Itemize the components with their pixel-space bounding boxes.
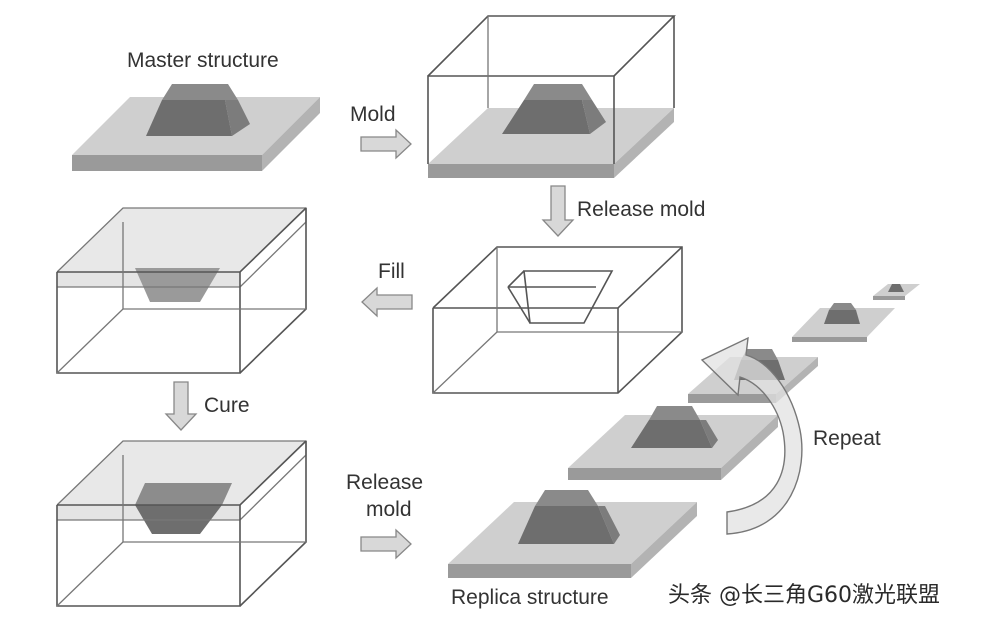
structure-top (535, 490, 598, 506)
mold-box-figure (427, 15, 676, 178)
watermark: 头条 @长三角G60激光联盟 (668, 583, 940, 608)
structure-side (225, 100, 250, 136)
plate-side (631, 502, 697, 578)
replica-plate-2 (568, 406, 778, 480)
substrate-plate-side (262, 97, 320, 171)
cured-mold-figure (56, 440, 307, 607)
structure-top (649, 406, 700, 420)
plate-side (721, 415, 778, 480)
arrow-right-mold-icon (360, 128, 412, 160)
plate-front (688, 394, 776, 403)
label-fill: Fill (378, 260, 405, 283)
plate-front (873, 296, 905, 300)
filled-mold-figure (56, 207, 307, 374)
empty-mold-outline (432, 246, 683, 394)
repeat-arrow-icon (700, 336, 803, 535)
empty-mold-back (496, 247, 682, 333)
structure-side (598, 506, 620, 544)
replica-plate-4 (792, 303, 895, 342)
mold-box-front (427, 75, 615, 164)
master-structure-figure (72, 84, 320, 171)
mold-structure-top (524, 84, 592, 100)
cured-layer-top (57, 441, 306, 505)
plate-front (568, 468, 721, 480)
structure-front (146, 100, 232, 136)
mold-structure-side (582, 100, 606, 134)
mold-substrate-front (428, 164, 614, 178)
structure-top (162, 84, 238, 100)
plate-front (448, 564, 631, 578)
filled-mold-front (56, 272, 241, 374)
cavity-outline (523, 270, 614, 324)
structure-front (824, 310, 860, 324)
cured-mold-front (56, 505, 241, 607)
label-replica-structure: Replica structure (451, 586, 609, 609)
filled-mold-back-diag (56, 308, 124, 374)
label-release-mold-2-line1: Release (346, 471, 423, 494)
mold-substrate-side (614, 108, 674, 178)
structure (888, 284, 904, 292)
plate-front (792, 337, 867, 342)
cured-mold-back-diag (56, 541, 124, 607)
label-release-mold-2-line2: mold (366, 498, 412, 521)
cavity-left (507, 286, 531, 324)
cured-structure-top (135, 483, 232, 505)
structure-top (829, 303, 856, 310)
arrow-down-cure-icon (164, 381, 198, 431)
replica-plate-1 (448, 490, 697, 578)
arrow-left-fill-icon (361, 286, 413, 318)
structure-front (518, 506, 614, 544)
empty-mold-figure (432, 246, 683, 394)
label-repeat: Repeat (813, 427, 881, 450)
mold-structure-front (502, 100, 590, 134)
mold-substrate-top (428, 108, 674, 164)
label-release-mold-1: Release mold (577, 198, 705, 221)
filled-cavity (135, 268, 220, 302)
empty-mold-back-diag (432, 331, 498, 394)
fill-layer-top (57, 208, 306, 272)
mold-box-top (427, 15, 676, 77)
structure-front (631, 420, 712, 448)
label-cure: Cure (204, 394, 250, 417)
arrow-down-release-icon (541, 185, 575, 237)
label-mold: Mold (350, 103, 396, 126)
arrow-right-release-icon (360, 528, 412, 560)
structure-side (700, 420, 718, 448)
replica-plate-5 (873, 284, 920, 300)
substrate-plate-front (72, 155, 262, 171)
empty-mold-top-front (433, 246, 683, 309)
label-master-structure: Master structure (127, 49, 279, 72)
cavity-edge (507, 270, 525, 288)
